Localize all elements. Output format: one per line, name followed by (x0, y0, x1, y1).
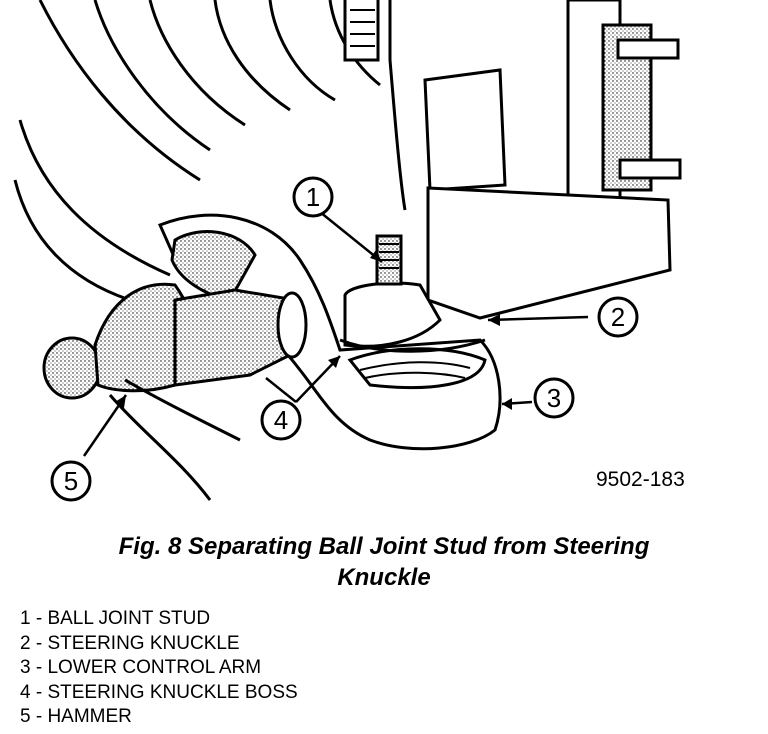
callout-2: 2 (597, 296, 639, 338)
callout-2-label: 2 (611, 302, 625, 332)
callout-3: 3 (533, 377, 575, 419)
hub-assembly (343, 0, 682, 202)
legend-item: 1 - BALL JOINT STUD (20, 608, 211, 629)
legend-item: 5 - HAMMER (20, 706, 132, 727)
legend-item: 4 - STEERING KNUCKLE BOSS (20, 681, 298, 703)
callout-3-label: 3 (547, 383, 561, 413)
figure-caption: Fig. 8 Separating Ball Joint Stud from S… (20, 531, 748, 593)
callout-5-label: 5 (64, 466, 78, 496)
steering-knuckle (339, 186, 672, 353)
caption-line-1: Fig. 8 Separating Ball Joint Stud from S… (118, 533, 650, 560)
ball-joint-illustration: 1 2 3 4 5 (13, 0, 682, 502)
callout-4: 4 (260, 399, 302, 441)
parts-legend: 1 - BALL JOINT STUD 2 - STEERING KNUCKLE… (20, 607, 298, 730)
legend-item: 2 - STEERING KNUCKLE (20, 632, 240, 654)
callout-1-label: 1 (306, 182, 320, 212)
leader-arrowheads (115, 250, 512, 410)
figure-id: 9502-183 (596, 468, 685, 491)
legend-item: 3 - LOWER CONTROL ARM (20, 657, 262, 678)
callout-4-label: 4 (274, 405, 288, 435)
callout-5: 5 (50, 460, 92, 502)
caption-line-2: Knuckle (337, 564, 431, 591)
callout-1: 1 (292, 176, 334, 218)
hammer-drawing (42, 230, 308, 501)
